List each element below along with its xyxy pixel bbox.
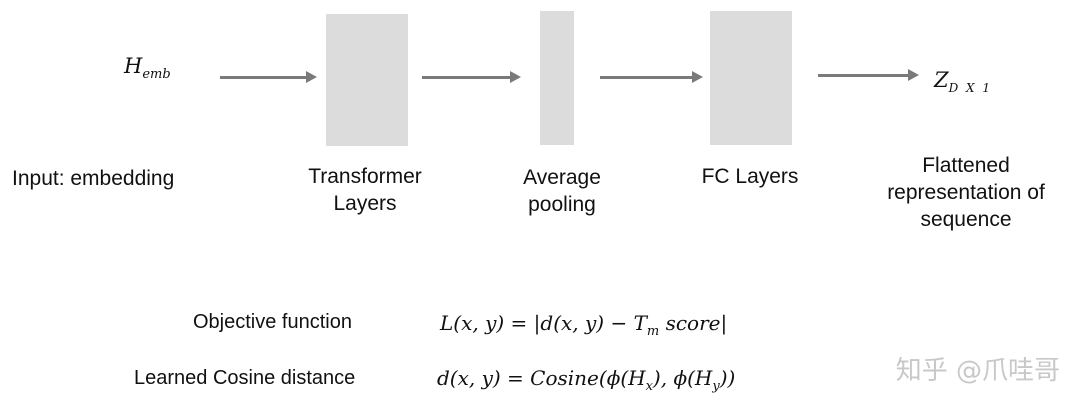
cosine-formula-sub2: y: [712, 379, 720, 394]
objective-formula-main: L(x, y) = |d(x, y) − T: [440, 311, 647, 335]
cosine-distance-formula: d(x, y) = Cosine(ϕ(Hx), ϕ(Hy)): [437, 366, 735, 394]
objective-formula-sub: m: [646, 324, 660, 339]
objective-function-formula: L(x, y) = |d(x, y) − Tm score|: [440, 311, 727, 339]
objective-function-label: Objective function: [193, 311, 352, 333]
arrow-fc-to-output: [818, 69, 919, 81]
fc-label: FC Layers: [701, 165, 799, 188]
output-label-line1: Flattened: [922, 154, 1010, 177]
pooling-label-line2: pooling: [528, 193, 596, 216]
output-label-line2: representation of: [887, 181, 1045, 204]
output-symbol-main: Z: [934, 68, 949, 92]
input-symbol-sub: emb: [142, 67, 171, 83]
input-symbol-main: H: [124, 54, 143, 78]
cosine-formula-sub1: x: [645, 379, 653, 394]
cosine-formula-mid: ), ϕ(H: [652, 366, 713, 390]
input-label: Input: embedding: [12, 167, 175, 190]
transformer-label-line1: Transformer: [308, 165, 422, 188]
pooling-block: [540, 11, 574, 145]
fc-block: [710, 11, 792, 145]
pooling-label: Average pooling: [492, 164, 632, 218]
input-symbol: Hemb: [124, 54, 171, 82]
objective-formula-tail: score|: [659, 311, 728, 335]
cosine-distance-label: Learned Cosine distance: [134, 367, 356, 389]
transformer-label-line2: Layers: [333, 192, 397, 215]
transformer-block: [326, 14, 408, 146]
output-label-line3: sequence: [920, 208, 1012, 231]
output-label: Flattened representation of sequence: [866, 152, 1066, 233]
pooling-label-line1: Average: [523, 166, 601, 189]
output-symbol: ZD X 1: [934, 68, 992, 95]
arrow-pooling-to-fc: [600, 71, 703, 83]
transformer-label: Transformer Layers: [290, 163, 440, 217]
watermark: 知乎 @爪哇哥: [895, 356, 1060, 386]
output-symbol-sub: D X 1: [948, 81, 993, 96]
arrow-transformer-to-pooling: [422, 71, 521, 83]
arrow-input-to-transformer: [220, 71, 317, 83]
cosine-formula-tail: )): [719, 366, 736, 390]
cosine-formula-main: d(x, y) = Cosine(ϕ(H: [437, 366, 646, 390]
